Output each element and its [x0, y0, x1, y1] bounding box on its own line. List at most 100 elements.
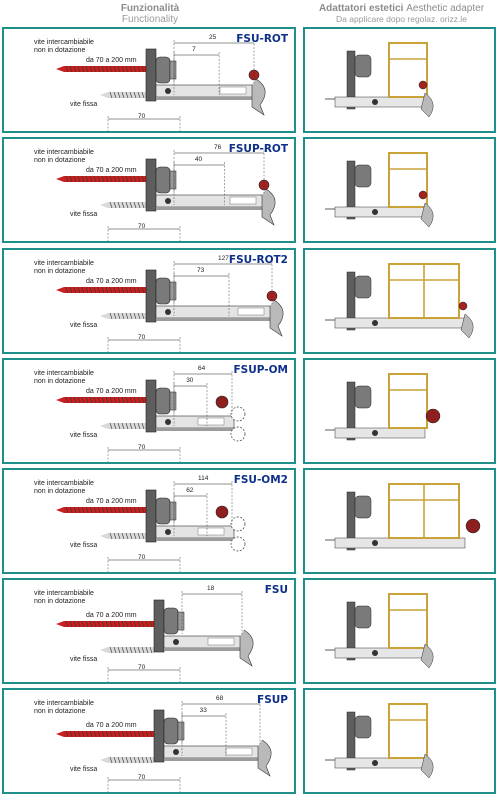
fixed-length-value: 70: [138, 664, 146, 671]
dimension-line-secondary: [173, 273, 230, 316]
fixed-screw: [100, 91, 146, 99]
wall-bracket: [145, 48, 177, 102]
interchangeable-screw: [56, 65, 146, 73]
product-code: FSU-ROT: [236, 33, 288, 45]
dimension-value-primary: 127: [218, 255, 229, 262]
not-included-label: non in dotazione: [34, 157, 86, 164]
adapter-cell: [303, 358, 496, 464]
dimension-line-secondary: [173, 383, 208, 426]
adapter-drawing: [325, 263, 474, 339]
not-included-label: non in dotazione: [34, 708, 86, 715]
dimension-line-primary: [173, 371, 233, 414]
interchangeable-screw: [56, 396, 146, 404]
adapter-drawing-canvas: [325, 263, 474, 339]
interchangeable-screw: [56, 730, 154, 738]
hinge-mechanism: [155, 290, 284, 337]
fixed-length-value: 70: [138, 223, 146, 230]
adapter-drawing-canvas: [325, 593, 434, 669]
dimension-value-primary: 114: [198, 475, 209, 482]
dimension-value-primary: 25: [209, 34, 217, 41]
hinge-mechanism: [155, 179, 276, 226]
not-included-label: non in dotazione: [34, 488, 86, 495]
functionality-drawing: [56, 481, 246, 572]
functionality-drawing: [56, 150, 276, 241]
interchangeable-screw-label: vite intercambiabile: [34, 39, 94, 46]
not-included-label: non in dotazione: [34, 378, 86, 385]
fixed-screw-label: vite fissa: [70, 211, 98, 218]
functionality-drawing: [56, 40, 266, 131]
dimension-line-fixed: [107, 116, 181, 131]
adapter-cell: [303, 248, 496, 354]
functionality-header: Funzionalità Functionality: [0, 0, 300, 27]
adapter-drawing-canvas: [325, 483, 481, 551]
functionality-subtitle: Functionality: [121, 14, 179, 25]
fixed-screw-label: vite fissa: [70, 322, 98, 329]
dimension-value-secondary: 33: [199, 707, 207, 714]
interchangeable-screw-label: vite intercambiabile: [34, 480, 94, 487]
interchangeable-screw-label: vite intercambiabile: [34, 149, 94, 156]
fixed-screw-label: vite fissa: [70, 542, 98, 549]
fixed-screw-label: vite fissa: [70, 432, 98, 439]
dimension-line-primary: [173, 261, 273, 304]
dimension-value-secondary: 7: [192, 46, 196, 53]
wall-bracket: [153, 599, 185, 653]
dimension-value-secondary: 30: [186, 377, 194, 384]
adapter-cell: [303, 578, 496, 684]
functionality-title: Funzionalità: [120, 3, 180, 14]
dimension-line-secondary: [173, 52, 220, 95]
range-label: da 70 a 200 mm: [86, 167, 137, 174]
range-label: da 70 a 200 mm: [86, 612, 137, 619]
fixed-length-value: 70: [138, 444, 146, 451]
adapter-cell: [303, 27, 496, 133]
dimension-line-fixed: [107, 226, 181, 241]
dimension-line-primary: [181, 591, 243, 634]
range-label: da 70 a 200 mm: [86, 57, 137, 64]
adapter-drawing: [325, 593, 434, 669]
adapter-drawing: [325, 373, 441, 441]
fixed-screw-label: vite fissa: [70, 101, 98, 108]
wall-bracket: [153, 709, 185, 763]
adapter-header: Adattatori estetici Aesthetic adapter Da…: [303, 0, 500, 27]
fixed-length-value: 70: [138, 554, 146, 561]
functionality-drawing: [56, 261, 284, 352]
adapter-drawing: [325, 152, 434, 228]
adapter-drawing-canvas: [325, 42, 434, 118]
fixed-length-value: 70: [138, 774, 146, 781]
product-code: FSUP-OM: [233, 364, 288, 376]
interchangeable-screw-label: vite intercambiabile: [34, 700, 94, 707]
fixed-screw-label: vite fissa: [70, 766, 98, 773]
adapter-title-it: Adattatori estetici: [318, 3, 404, 14]
fixed-screw: [100, 756, 154, 764]
hinge-mechanism: [155, 505, 246, 552]
dimension-line-fixed: [107, 447, 181, 462]
interchangeable-screw-label: vite intercambiabile: [34, 260, 94, 267]
dimension-line-primary: [173, 481, 233, 524]
hinge-mechanism: [155, 395, 246, 442]
dimension-line-fixed: [107, 557, 181, 572]
dimension-line-secondary: [173, 162, 225, 205]
wall-bracket: [145, 269, 177, 323]
fixed-screw: [100, 312, 146, 320]
dimension-line-primary: [173, 150, 265, 193]
fixed-screw: [100, 532, 146, 540]
adapter-drawing: [325, 703, 434, 779]
adapter-drawing: [325, 42, 434, 118]
dimension-line-fixed: [107, 337, 181, 352]
dimension-line-fixed: [107, 777, 181, 792]
dimension-line-secondary: [173, 493, 208, 536]
hinge-mechanism: [163, 739, 272, 777]
interchangeable-screw-label: vite intercambiabile: [34, 370, 94, 377]
dimension-value-secondary: 40: [194, 156, 203, 163]
adapter-cell: [303, 137, 496, 243]
